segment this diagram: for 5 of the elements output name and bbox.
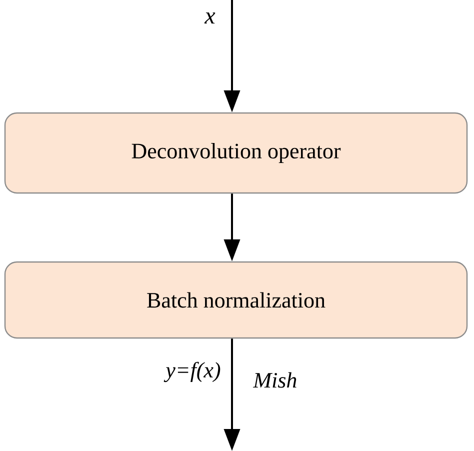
process-box: Batch normalization xyxy=(4,261,468,339)
process-box: Deconvolution operator xyxy=(4,112,468,194)
edge-label: y=f(x) xyxy=(164,362,220,382)
input-label: x xyxy=(204,12,216,24)
function-label: Mish xyxy=(252,372,296,388)
